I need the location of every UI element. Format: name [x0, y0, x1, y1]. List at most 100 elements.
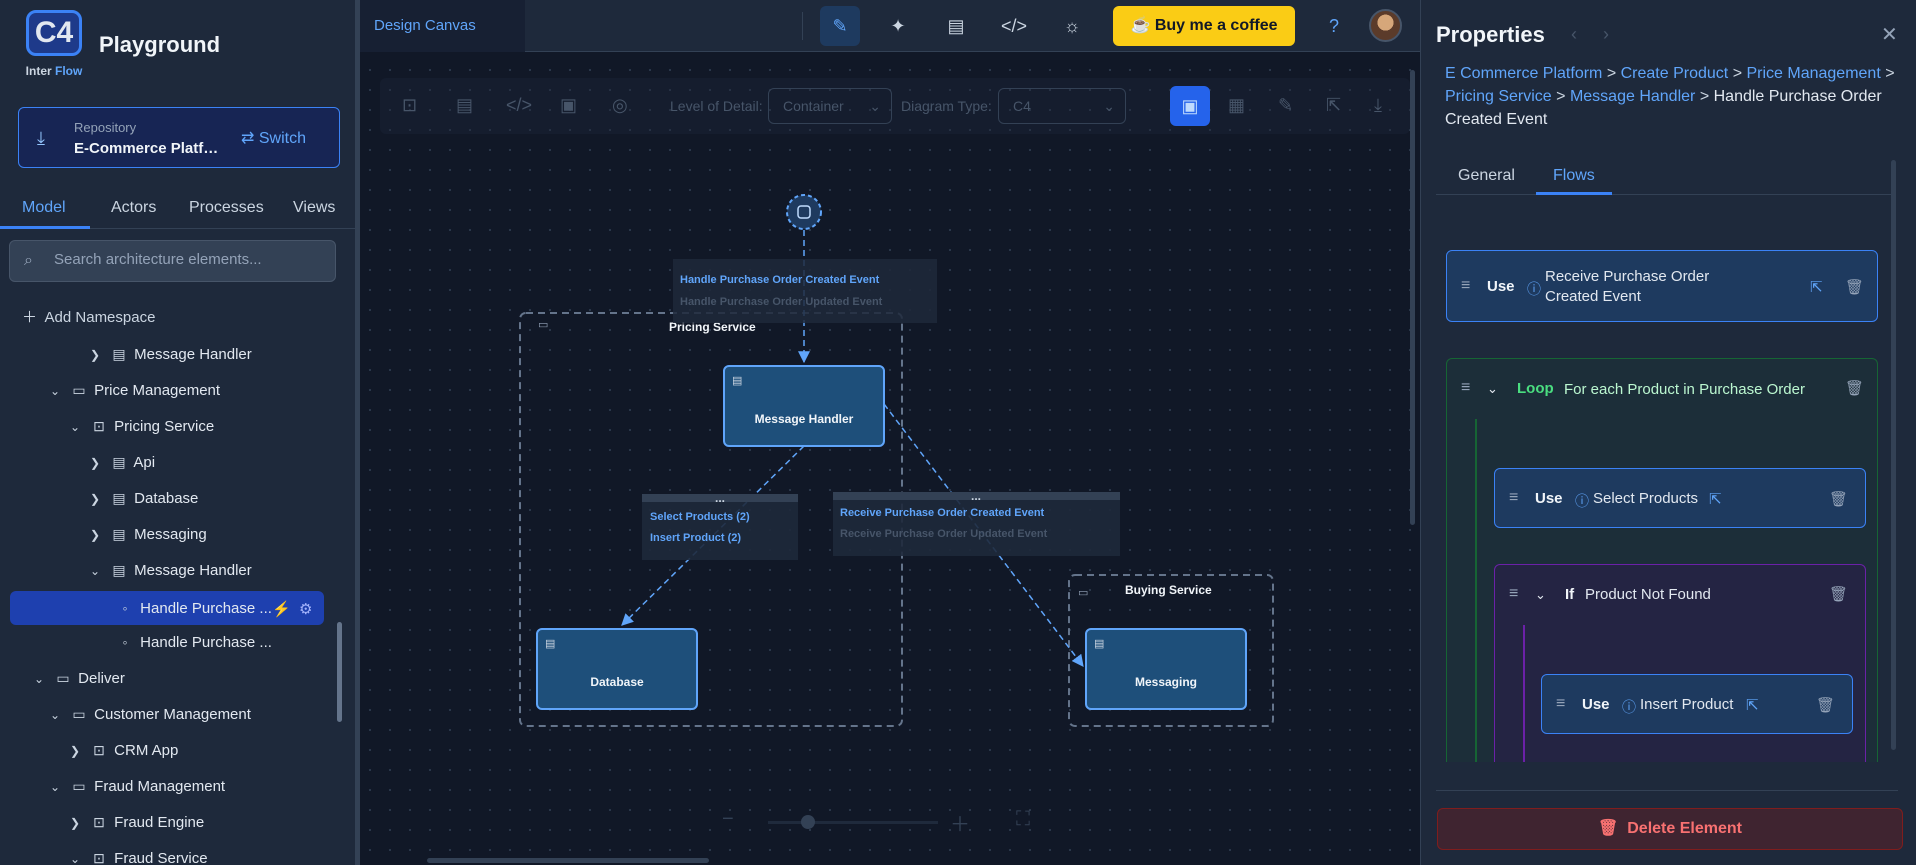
- messaging-call-item[interactable]: Receive Purchase Order Created Event: [840, 507, 1045, 519]
- chevron-right-icon[interactable]: ❯: [90, 492, 101, 506]
- chevron-down-icon[interactable]: ⌄: [1535, 587, 1546, 602]
- chevron-down-icon[interactable]: ⌄: [70, 852, 81, 865]
- close-icon[interactable]: ✕: [1881, 24, 1898, 46]
- help-icon[interactable]: ?: [1328, 16, 1339, 36]
- add-namespace-button[interactable]: ＋ Add Namespace: [22, 306, 155, 327]
- chevron-down-icon[interactable]: ⌄: [70, 420, 81, 434]
- zoom-in-icon[interactable]: ＋: [950, 814, 970, 836]
- properties-scrollbar[interactable]: [1891, 160, 1896, 750]
- chevron-right-icon[interactable]: ❯: [70, 744, 81, 758]
- download-icon[interactable]: ⤓: [1374, 95, 1382, 115]
- tab-general[interactable]: General: [1458, 167, 1515, 184]
- drag-handle-icon[interactable]: ≡: [1461, 277, 1471, 294]
- forward-arrow-icon[interactable]: ›: [1603, 24, 1609, 44]
- breadcrumb-link[interactable]: Message Handler: [1569, 88, 1696, 105]
- level-of-detail-select[interactable]: Container ⌄: [768, 88, 892, 124]
- chevron-down-icon[interactable]: ⌄: [34, 672, 45, 686]
- delete-element-button[interactable]: 🗑 Delete Element: [1437, 808, 1903, 850]
- fit-view-icon[interactable]: ⛶: [1016, 808, 1030, 830]
- drag-handle-icon[interactable]: ≡: [1461, 379, 1471, 396]
- user-avatar[interactable]: [1369, 9, 1402, 42]
- drag-handle-icon[interactable]: ≡: [1509, 585, 1519, 602]
- trash-icon[interactable]: 🗑: [1829, 586, 1849, 603]
- tab-model[interactable]: Model: [22, 199, 66, 216]
- flow-step-use[interactable]: ≡ Use ⓘ Insert Product ⇱ 🗑: [1541, 674, 1853, 734]
- external-link-icon[interactable]: ⇱: [1810, 279, 1823, 296]
- more-icon[interactable]: ...: [971, 489, 981, 503]
- diagram-type-select[interactable]: C4 ⌄: [998, 88, 1126, 124]
- trigger-events-box[interactable]: [673, 259, 937, 323]
- lightning-icon[interactable]: ⚡: [272, 601, 291, 618]
- canvas-horizontal-scrollbar[interactable]: [427, 858, 709, 863]
- chip-icon[interactable]: ▣: [560, 95, 578, 115]
- info-icon[interactable]: ⓘ: [1622, 699, 1636, 715]
- node-messaging[interactable]: [1085, 628, 1247, 710]
- chevron-down-icon[interactable]: ⌄: [50, 780, 61, 794]
- more-icon[interactable]: ...: [715, 491, 725, 505]
- db-calls-box[interactable]: [642, 494, 798, 560]
- brush-icon[interactable]: ✎: [820, 6, 860, 46]
- trash-icon[interactable]: 🗑: [1829, 491, 1849, 508]
- tree-item[interactable]: ❯▤ Messaging: [90, 526, 207, 560]
- flow-step-use[interactable]: ≡ Use ⓘ Select Products ⇱ 🗑: [1494, 468, 1866, 528]
- breadcrumb-link[interactable]: Create Product: [1620, 65, 1729, 82]
- db-calls-header[interactable]: [642, 494, 798, 502]
- gear-icon[interactable]: ⚙: [299, 601, 313, 618]
- panel-resizer[interactable]: [356, 0, 360, 865]
- sun-icon[interactable]: ☼: [1063, 16, 1081, 36]
- tab-flows[interactable]: Flows: [1553, 167, 1595, 184]
- tree-item[interactable]: ⌄▭ Customer Management: [50, 706, 251, 740]
- tree-scrollbar[interactable]: [337, 622, 342, 722]
- tree-item[interactable]: ⌄⊡ Fraud Service: [70, 850, 208, 865]
- chevron-down-icon[interactable]: ⌄: [50, 708, 61, 722]
- chevron-right-icon[interactable]: ❯: [70, 816, 81, 830]
- code-icon[interactable]: </>: [1000, 16, 1028, 36]
- zoom-out-icon[interactable]: −: [722, 808, 734, 830]
- trigger-event-item[interactable]: Handle Purchase Order Updated Event: [680, 296, 883, 308]
- tree-item[interactable]: ❯▤ Database: [90, 490, 198, 524]
- user-circle-icon[interactable]: ◎: [612, 95, 628, 115]
- sparkles-icon[interactable]: ✦: [890, 16, 906, 36]
- buying-service-boundary[interactable]: [1068, 574, 1274, 727]
- breadcrumb-link[interactable]: Price Management: [1746, 65, 1881, 82]
- tree-item[interactable]: ❯⊡ CRM App: [70, 742, 178, 776]
- node-message-handler[interactable]: [723, 365, 885, 447]
- chevron-right-icon[interactable]: ❯: [90, 528, 101, 542]
- drag-handle-icon[interactable]: ≡: [1556, 695, 1566, 712]
- trash-icon[interactable]: 🗑: [1845, 279, 1865, 296]
- messaging-call-item[interactable]: Receive Purchase Order Updated Event: [840, 528, 1048, 540]
- trigger-start-node[interactable]: [786, 194, 822, 230]
- breadcrumb-link[interactable]: E Commerce Platform: [1445, 65, 1603, 82]
- tree-item[interactable]: ❯▤ Api: [90, 454, 155, 488]
- design-canvas[interactable]: Design Canvas ✎ ✦ ▤ </> ☼ ☕ Buy me a cof…: [360, 0, 1420, 865]
- trash-icon[interactable]: 🗑: [1816, 697, 1836, 714]
- archive-icon[interactable]: ▤: [456, 95, 474, 115]
- info-icon[interactable]: ⓘ: [1527, 281, 1541, 297]
- trash-icon[interactable]: 🗑: [1845, 380, 1865, 397]
- chevron-down-icon[interactable]: ⌄: [90, 564, 101, 578]
- tab-design-canvas[interactable]: Design Canvas: [360, 0, 525, 52]
- db-call-item[interactable]: Insert Product (2): [650, 532, 741, 544]
- drag-handle-icon[interactable]: ≡: [1509, 489, 1519, 506]
- tree-item[interactable]: ❯⊡ Fraud Engine: [70, 814, 204, 848]
- external-link-icon[interactable]: ⇱: [1746, 697, 1759, 714]
- breadcrumb-link[interactable]: Pricing Service: [1445, 88, 1552, 105]
- db-call-item[interactable]: Select Products (2): [650, 511, 750, 523]
- tree-item[interactable]: ❯▤ Message Handler: [90, 346, 252, 380]
- select-mode-icon[interactable]: ▣: [1170, 86, 1210, 126]
- switch-repository-button[interactable]: ⇄ Switch: [241, 128, 306, 148]
- tree-item[interactable]: ⌄⊡ Pricing Service: [70, 418, 214, 452]
- chevron-down-icon[interactable]: ⌄: [50, 384, 61, 398]
- external-link-icon[interactable]: ⇱: [1326, 95, 1342, 115]
- tab-processes[interactable]: Processes: [189, 199, 264, 216]
- search-input[interactable]: [54, 251, 324, 268]
- zoom-slider-handle[interactable]: [801, 815, 815, 829]
- info-icon[interactable]: ⓘ: [1575, 493, 1589, 509]
- chevron-right-icon[interactable]: ❯: [90, 456, 101, 470]
- chevron-right-icon[interactable]: ❯: [90, 348, 101, 362]
- archive-icon[interactable]: ▤: [947, 16, 965, 36]
- canvas-vertical-scrollbar[interactable]: [1410, 70, 1415, 525]
- trigger-event-item[interactable]: Handle Purchase Order Created Event: [680, 274, 880, 286]
- tree-item[interactable]: ⌄▭ Fraud Management: [50, 778, 225, 812]
- tree-item[interactable]: ◦ Handle Purchase ...: [114, 634, 272, 668]
